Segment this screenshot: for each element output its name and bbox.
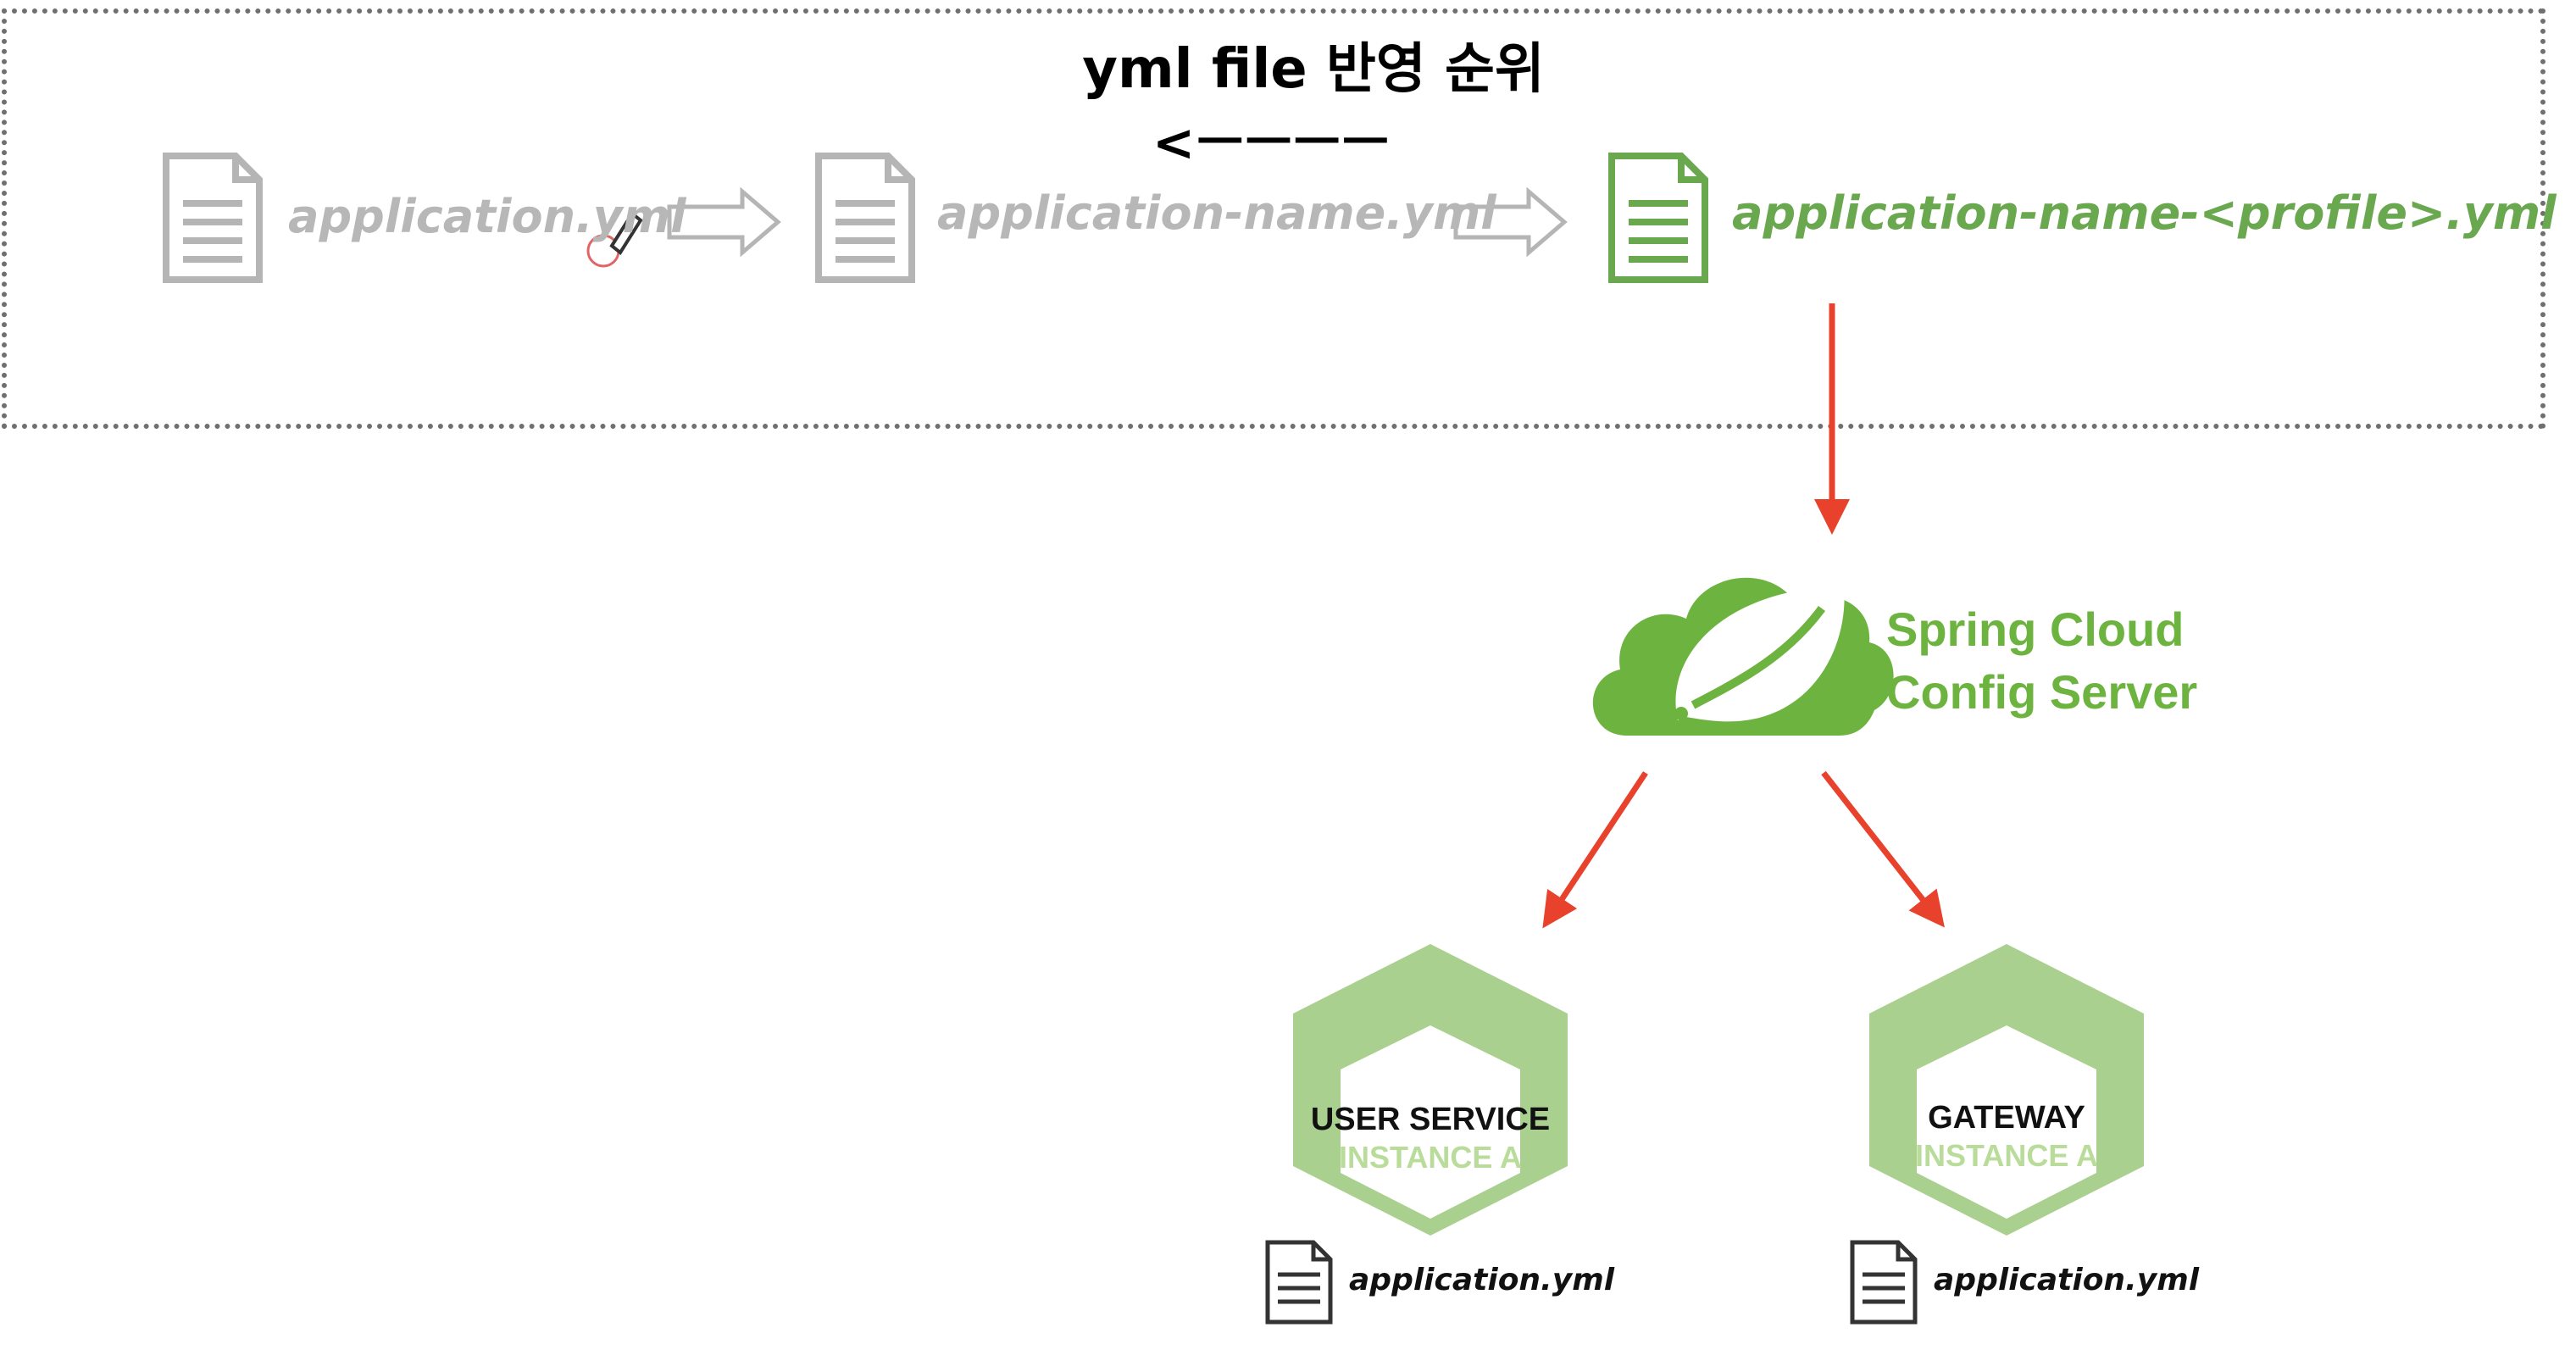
file-name-label: application-name.yml [937,186,1496,240]
hollow-right-arrow-icon [667,186,781,258]
gateway-label: GATEWAY INSTANCE A [1863,1100,2151,1174]
service-file-label: application.yml [1349,1263,1615,1297]
config-server-line1: Spring Cloud [1886,603,2185,656]
file-icon [1608,153,1708,283]
config-server-label: Spring Cloud Config Server [1886,598,2197,724]
file-icon [815,153,915,283]
instance-name: INSTANCE A [1915,1138,2098,1173]
gateway-hexagon [1869,944,2144,1236]
user-service-label: USER SERVICE INSTANCE A [1286,1102,1574,1175]
file-name-label: application.yml [288,190,686,243]
service-name: USER SERVICE [1310,1102,1551,1137]
pencil-cursor-icon [586,211,643,268]
service-file-label: application.yml [1934,1263,2200,1297]
config-server-line2: Config Server [1886,665,2198,719]
file-icon [1265,1240,1333,1325]
hollow-right-arrow-icon [1453,186,1568,258]
file-name-label-highlight: application-name-<profile>.yml [1732,186,2557,240]
priority-group-box [2,8,2545,429]
instance-name: INSTANCE A [1339,1140,1522,1175]
arrow-config-to-gateway [1821,770,1945,928]
spring-cloud-logo-icon [1592,566,1894,736]
user-service-hexagon [1293,944,1568,1236]
diagram-title: yml file 반영 순위 [1082,38,1545,101]
file-icon [163,153,263,283]
service-name: GATEWAY [1928,1100,2085,1136]
priority-direction-arrow: <ㅡㅡㅡㅡ [1152,114,1391,173]
arrow-config-to-user-service [1542,771,1648,929]
file-icon [1850,1240,1918,1325]
